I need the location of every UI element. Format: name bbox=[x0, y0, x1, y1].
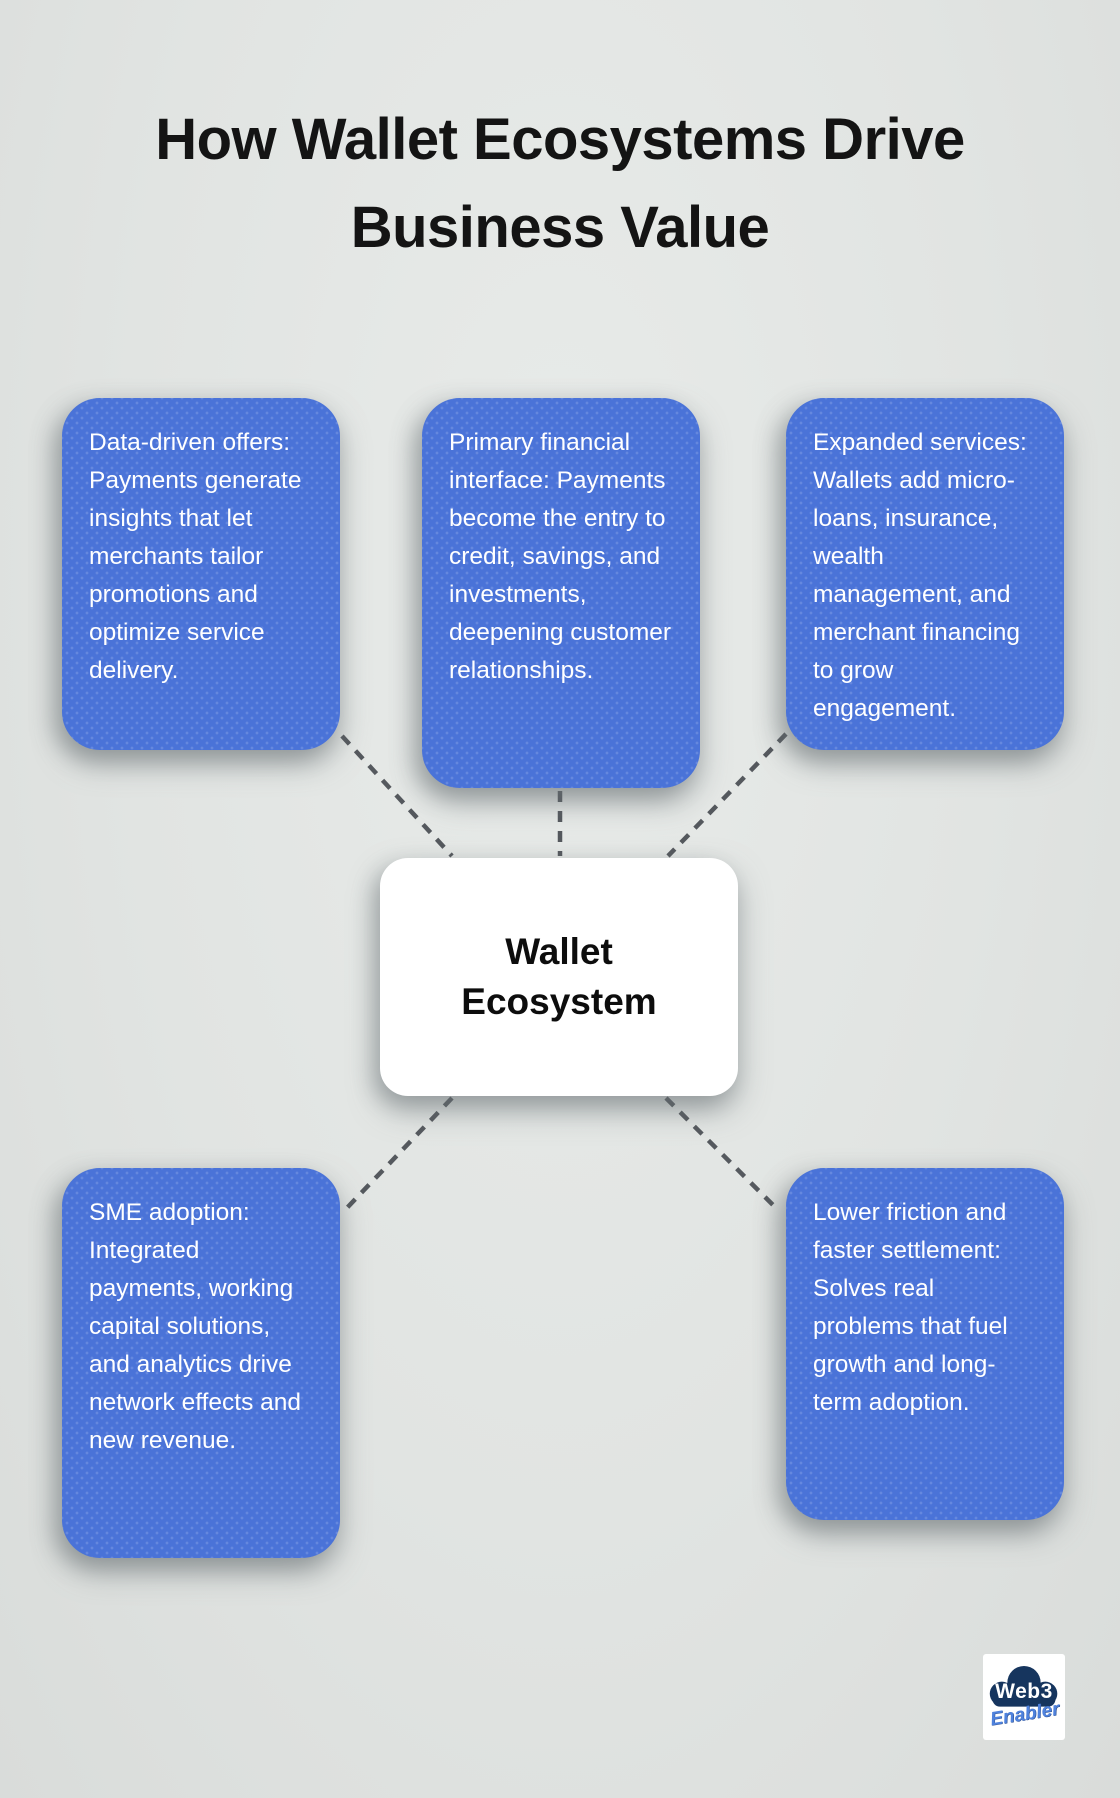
center-node-label-line1: Wallet bbox=[505, 931, 613, 972]
node-lower-friction-text: Lower friction and faster settlement: So… bbox=[813, 1199, 1008, 1416]
center-node-label-line2: Ecosystem bbox=[461, 981, 657, 1022]
node-expanded-services: Expanded services: Wallets add micro-loa… bbox=[786, 398, 1064, 750]
logo-brand-name: Web3 bbox=[995, 1680, 1053, 1703]
node-expanded-services-text: Expanded services: Wallets add micro-loa… bbox=[813, 429, 1027, 722]
cloud-icon bbox=[987, 1662, 1061, 1718]
center-node-label: Wallet Ecosystem bbox=[461, 927, 656, 1027]
node-data-driven-offers: Data-driven offers: Payments generate in… bbox=[62, 398, 340, 750]
node-primary-financial-interface: Primary financial interface: Payments be… bbox=[422, 398, 700, 788]
center-node-wallet-ecosystem: Wallet Ecosystem bbox=[380, 858, 738, 1096]
node-sme-adoption: SME adoption: Integrated payments, worki… bbox=[62, 1168, 340, 1558]
connector-bottom-left bbox=[341, 1096, 454, 1214]
web3-enabler-logo: Web3 Enabler bbox=[983, 1654, 1065, 1740]
page-title-line1: How Wallet Ecosystems Drive bbox=[155, 107, 965, 172]
connector-bottom-right bbox=[664, 1096, 780, 1212]
page-title-line2: Business Value bbox=[350, 195, 770, 260]
node-data-driven-offers-text: Data-driven offers: Payments generate in… bbox=[89, 429, 302, 684]
node-lower-friction: Lower friction and faster settlement: So… bbox=[786, 1168, 1064, 1520]
node-sme-adoption-text: SME adoption: Integrated payments, worki… bbox=[89, 1199, 302, 1454]
page-title: How Wallet Ecosystems Drive Business Val… bbox=[0, 96, 1120, 272]
node-primary-financial-interface-text: Primary financial interface: Payments be… bbox=[449, 429, 672, 684]
